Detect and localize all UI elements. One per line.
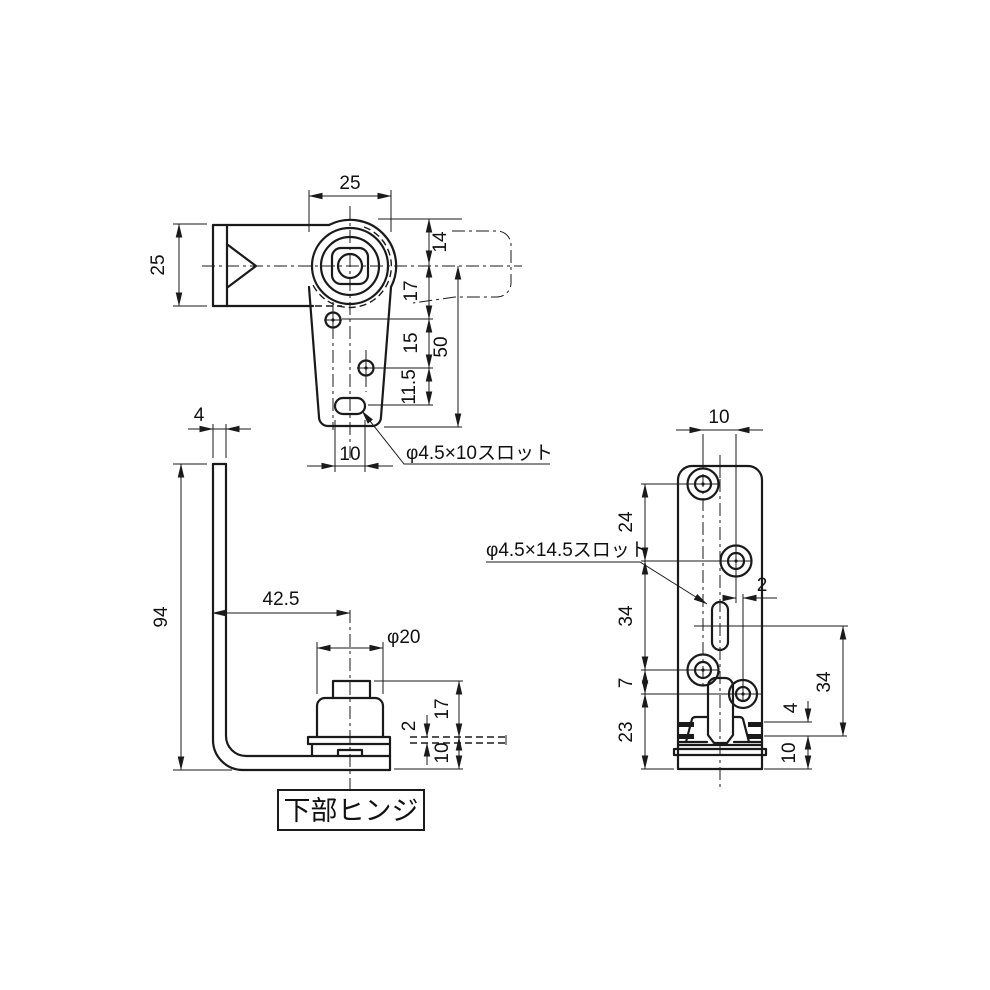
dim-top-50: 50 xyxy=(431,336,452,357)
pivot-cap-dome xyxy=(315,696,385,739)
pivot-square-socket xyxy=(330,246,370,286)
phantom-arm xyxy=(412,230,512,304)
dim-front-34-left: 34 xyxy=(616,605,637,627)
ext-right-stack xyxy=(764,721,847,770)
ext-left-25 xyxy=(173,223,207,307)
hidden-boss-arc xyxy=(311,226,393,309)
ext-height-94 xyxy=(173,463,232,771)
pivot-boss-outer xyxy=(310,226,390,306)
top-view: 25 25 14 17 15 11.5 50 10 φ4.5×10スロット xyxy=(148,173,553,472)
front-slot-note: φ4.5×14.5スロット xyxy=(486,540,649,561)
pivot-cap-boss xyxy=(331,679,372,700)
dim-side-gap: 2 xyxy=(399,721,420,732)
hole-b-cross xyxy=(357,359,375,377)
title-block: 下部ヒンジ xyxy=(277,789,425,831)
pivot-center-hole xyxy=(336,252,364,280)
dim-front-34-right: 34 xyxy=(814,671,835,693)
washer-band-lines xyxy=(676,740,764,747)
base-flange xyxy=(672,747,768,757)
arm-chevron-mark xyxy=(226,243,258,289)
front-plate-outline xyxy=(676,464,764,771)
door-phantom-lines xyxy=(410,736,506,744)
drawing-title: 下部ヒンジ xyxy=(284,796,419,826)
dim-side-17: 17 xyxy=(432,698,453,719)
ext-left-stack xyxy=(641,483,762,770)
dim-front-2: 2 xyxy=(757,575,768,596)
pivot-pin-front xyxy=(706,676,735,745)
side-view: 4 94 42.5 φ20 17 10 2 xyxy=(151,405,507,792)
pivot-boss-inner xyxy=(319,235,381,297)
slot-note-leader xyxy=(361,410,550,465)
bracket-bend-inner xyxy=(224,734,248,758)
dim-front-7: 7 xyxy=(616,678,637,689)
dim-top-slot-length: 10 xyxy=(339,444,360,465)
dim-front-4: 4 xyxy=(781,702,802,713)
ext-right-stack xyxy=(342,318,462,428)
dim-side-cap-dia: φ20 xyxy=(387,627,420,648)
dim-top-15: 15 xyxy=(401,332,422,353)
dim-top-14: 14 xyxy=(430,231,451,253)
washer-bar-tl xyxy=(679,722,694,727)
dim-side-offset: 42.5 xyxy=(263,589,300,610)
ext-top-10 xyxy=(702,434,737,603)
title-box xyxy=(277,789,425,831)
washer-bar-tr xyxy=(748,722,762,727)
ext-right-17-10 xyxy=(374,680,463,770)
top-view-plate-outline xyxy=(307,218,398,428)
dim-top-arm-width: 25 xyxy=(148,254,169,275)
front-view: 10 24 34 7 23 2 34 4 10 φ4.5×14.5スロット xyxy=(486,407,848,790)
dim-front-hole-offset: 10 xyxy=(708,407,729,428)
dim-side-height: 94 xyxy=(151,606,172,628)
dim-side-10: 10 xyxy=(432,742,453,763)
dim-top-11-5: 11.5 xyxy=(399,369,420,405)
pivot-washer-stack xyxy=(306,735,392,772)
dim-front-24: 24 xyxy=(616,511,637,533)
dim-front-10: 10 xyxy=(779,742,800,763)
dim-top-17: 17 xyxy=(401,280,422,301)
hole-a-cross xyxy=(324,311,342,329)
pin-housing-left xyxy=(684,715,710,744)
mounting-slot xyxy=(333,396,367,416)
dim-front-23: 23 xyxy=(616,721,637,742)
washer-bar-bl xyxy=(679,734,694,739)
bracket-bend-outer xyxy=(211,738,245,772)
top-slot-note: φ4.5×10スロット xyxy=(406,443,553,464)
washer-bar-br xyxy=(748,734,762,739)
dim-top-boss-width: 25 xyxy=(339,173,360,194)
front-slot-note-leader xyxy=(486,561,708,605)
pin-housing-right xyxy=(731,715,751,744)
dim-side-thickness: 4 xyxy=(194,405,205,426)
